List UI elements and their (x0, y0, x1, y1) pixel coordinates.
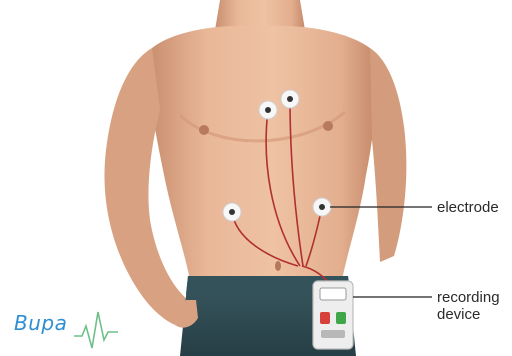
recording-device-label-line2: device (437, 306, 480, 323)
device-button-green (336, 312, 346, 324)
device-button-grey (321, 330, 345, 338)
electrode-2 (281, 90, 299, 108)
recording-device (313, 281, 353, 349)
electrode-1 (259, 101, 277, 119)
recording-device-label-line1: recording (437, 289, 500, 306)
arm-right (370, 48, 406, 262)
device-button-red (320, 312, 330, 324)
heartbeat-icon (74, 312, 118, 348)
brand-logo-text: Bupa (14, 311, 67, 335)
nipple-right (323, 121, 333, 131)
navel (275, 261, 281, 271)
nipple-left (199, 125, 209, 135)
torso (149, 26, 375, 280)
electrode-label: electrode (437, 199, 499, 216)
electrode-3 (223, 203, 241, 221)
neck (215, 0, 305, 30)
electrode-4 (313, 198, 331, 216)
device-screen (320, 288, 346, 300)
